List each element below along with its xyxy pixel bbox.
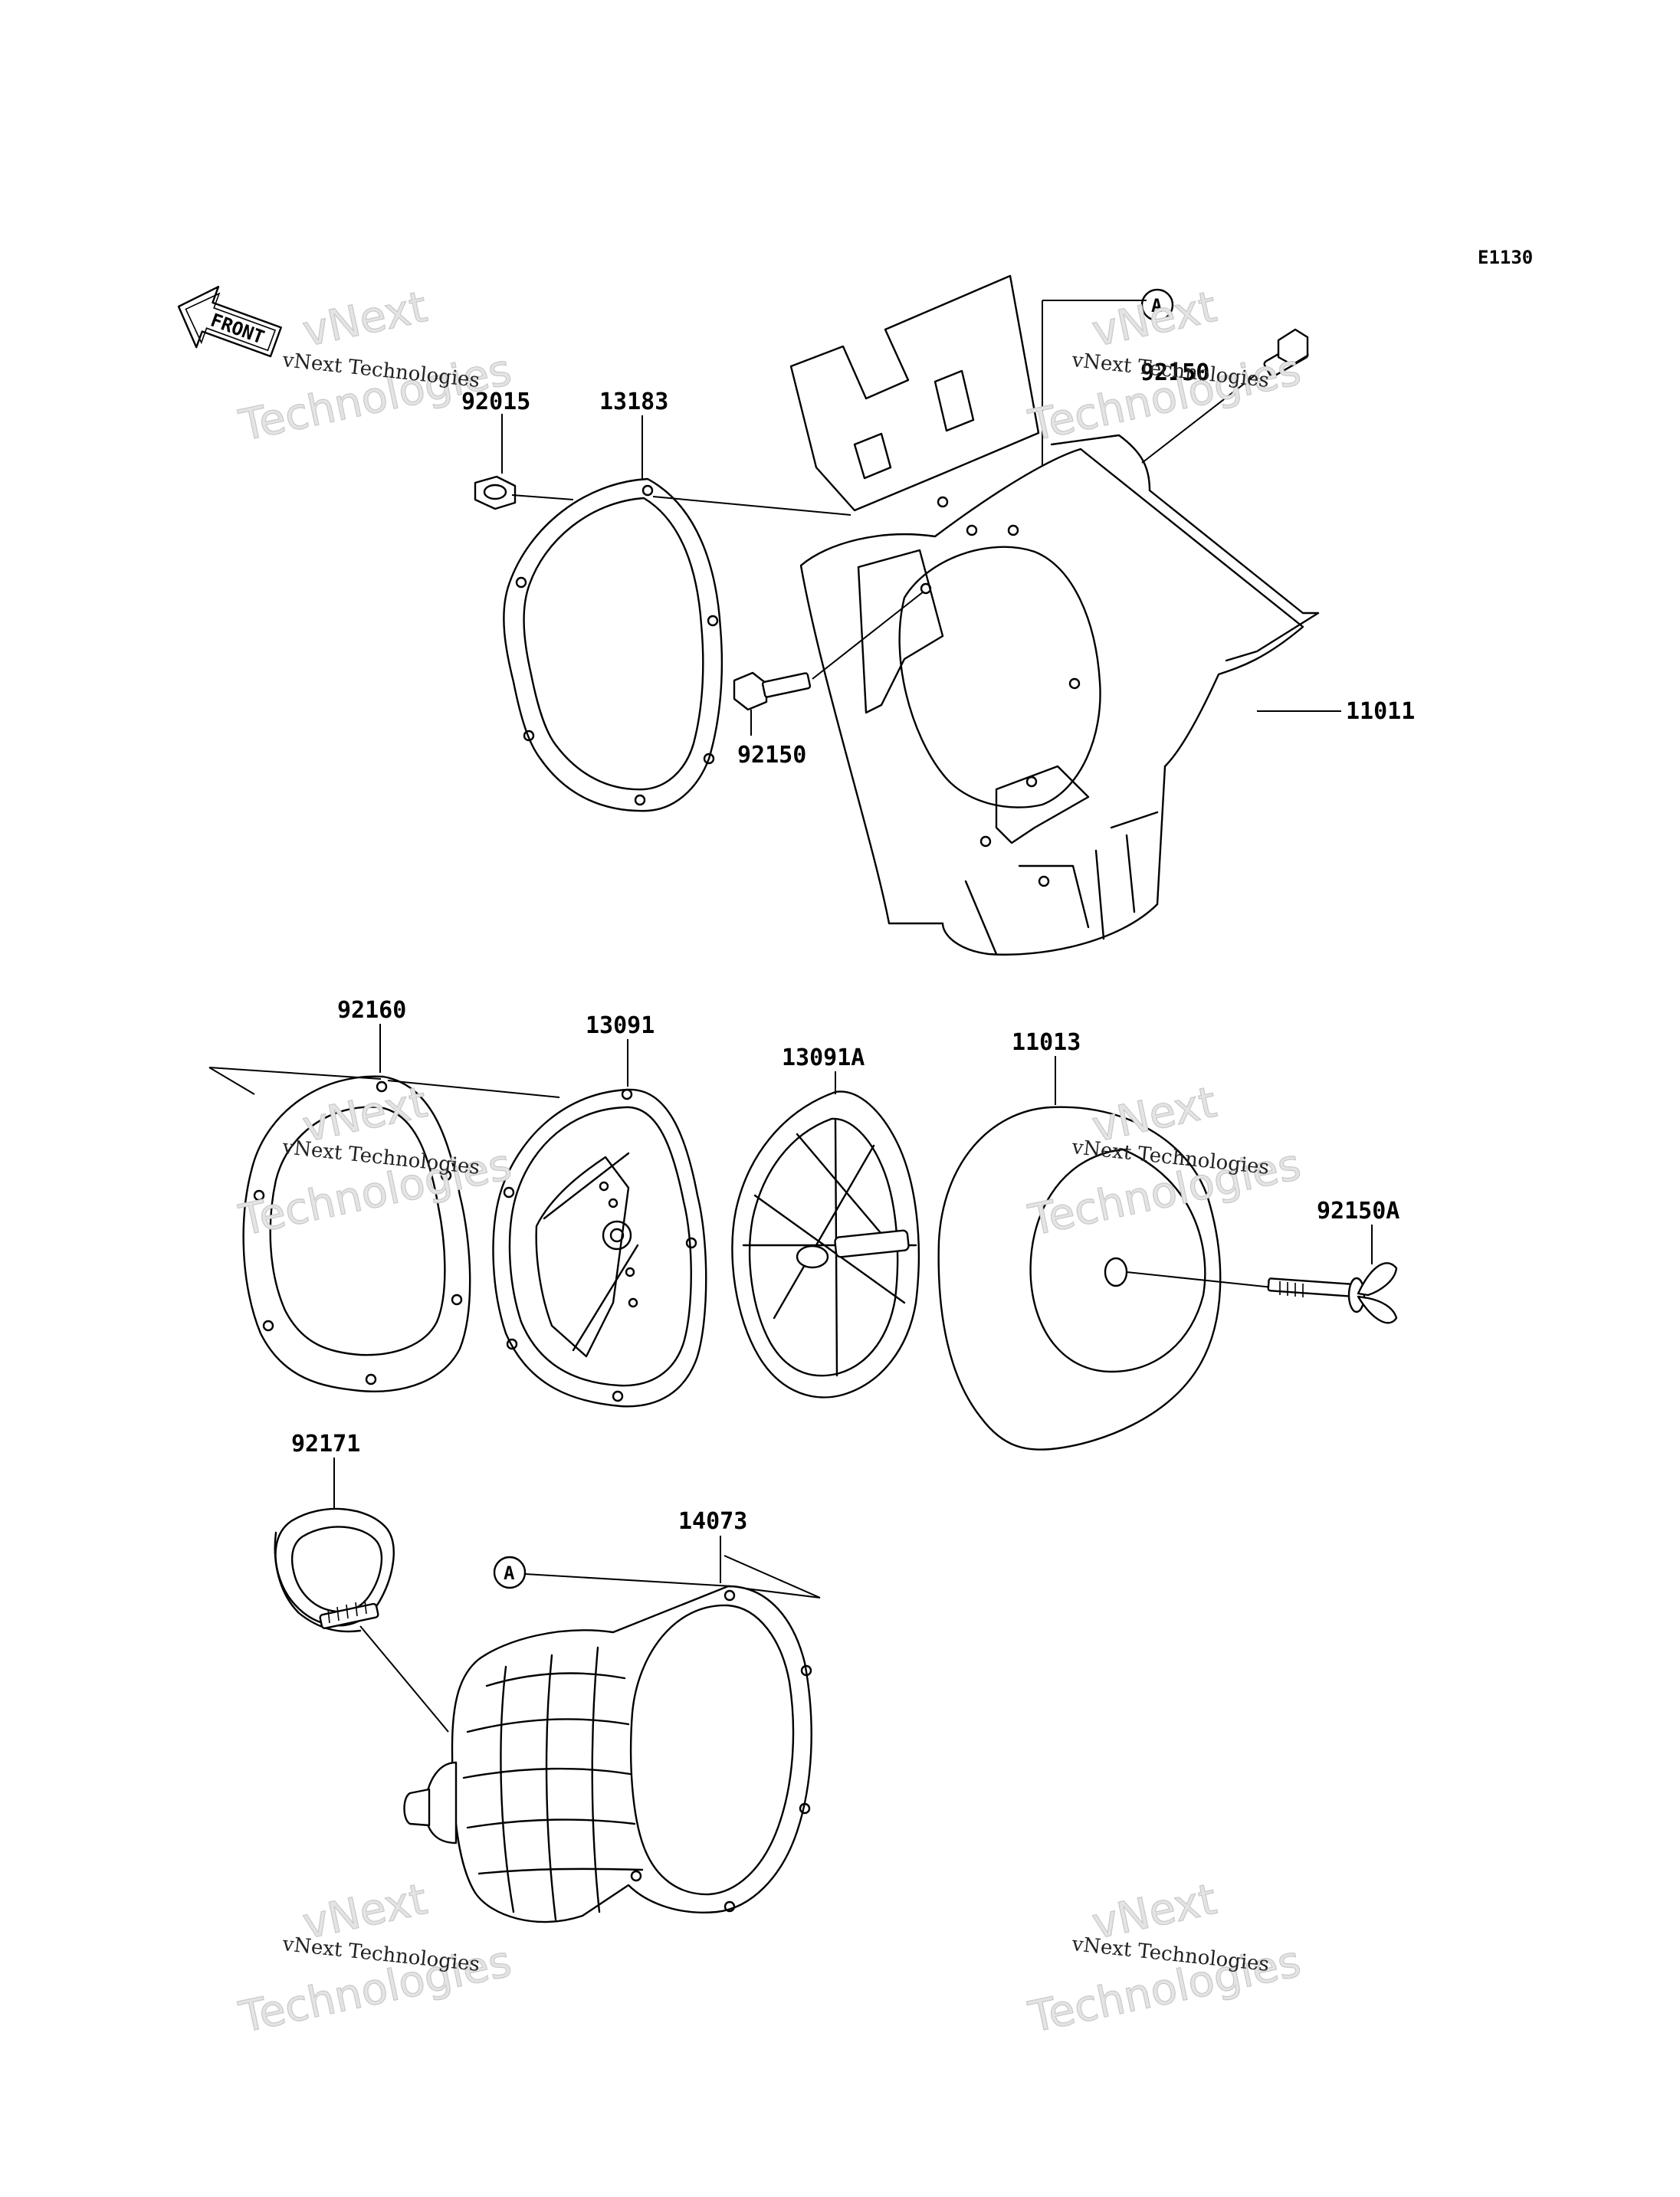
diagram-code: E1130 <box>1478 247 1533 268</box>
watermark-bottom-right: vNext Technologies vNext Technologies <box>1024 1874 1306 2043</box>
intake-duct-14073 <box>403 1585 812 1923</box>
label-13091: 13091 <box>586 1012 655 1039</box>
watermark-top-left: vNext Technologies vNext Technologies <box>235 281 517 451</box>
bolt-92150-top <box>1141 328 1309 464</box>
label-92150-top: 92150 <box>1140 359 1209 386</box>
hose-clamp-92171 <box>274 1507 449 1733</box>
reference-a-bottom-icon <box>493 1556 527 1589</box>
label-92171: 92171 <box>291 1431 360 1458</box>
element-holder-13091 <box>492 1088 707 1408</box>
svg-text:vNext: vNext <box>1088 282 1221 357</box>
element-cage-13091A <box>731 1090 920 1399</box>
label-92150: 92150 <box>737 742 806 769</box>
label-11013: 11013 <box>1012 1029 1081 1056</box>
label-11011: 11011 <box>1346 698 1415 725</box>
label-92150A: 92150A <box>1317 1198 1399 1225</box>
filter-element-11013 <box>937 1106 1273 1451</box>
label-92160: 92160 <box>337 997 406 1024</box>
label-13183: 13183 <box>599 389 668 415</box>
watermark-top-right: vNext Technologies vNext Technologies <box>1024 281 1306 451</box>
label-14073: 14073 <box>678 1508 747 1535</box>
label-13091A: 13091A <box>782 1044 865 1071</box>
svg-text:vNext: vNext <box>298 282 431 357</box>
front-arrow-icon: FRONT <box>177 286 282 358</box>
watermark-bottom-left: vNext Technologies vNext Technologies <box>235 1874 517 2043</box>
airbox-housing-11011 <box>789 274 1320 956</box>
bolt-92150 <box>733 591 924 711</box>
nut-92015 <box>474 475 574 510</box>
wing-bolt-92150A <box>1267 1262 1398 1324</box>
label-92015: 92015 <box>461 389 530 415</box>
gasket-13183 <box>503 477 724 812</box>
reference-a-bottom-label: A <box>504 1562 515 1584</box>
reference-a-top-icon <box>1140 288 1174 322</box>
reference-a-top-label: A <box>1151 295 1163 316</box>
gasket-92160 <box>242 1075 471 1392</box>
watermark-middle-right: vNext Technologies vNext Technologies <box>1024 1077 1306 1246</box>
watermark-middle-left: vNext Technologies vNext Technologies <box>235 1077 517 1246</box>
